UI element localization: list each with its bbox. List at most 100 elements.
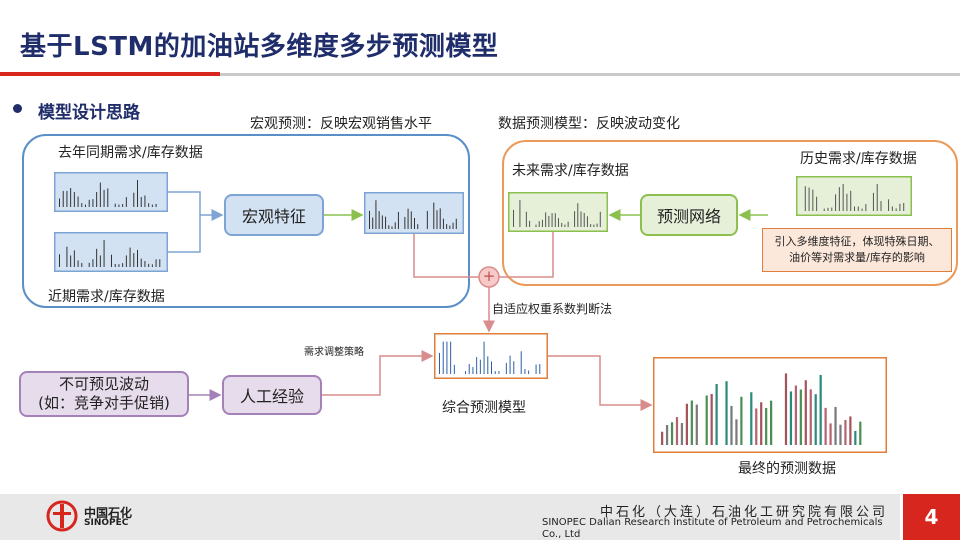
chart-bar bbox=[148, 203, 150, 207]
bullet-dot bbox=[13, 104, 22, 113]
history-data-label: 历史需求/库存数据 bbox=[800, 151, 917, 167]
recent-chart bbox=[54, 232, 168, 272]
chart-bar bbox=[705, 395, 708, 445]
chart-bar bbox=[439, 352, 440, 374]
chart-bar bbox=[96, 248, 98, 267]
chart-bar bbox=[144, 195, 146, 207]
chart-bar bbox=[519, 200, 521, 227]
chart-bar bbox=[455, 218, 457, 229]
chart-bar bbox=[73, 192, 75, 207]
chart-bar bbox=[535, 364, 537, 374]
chart-bar bbox=[92, 259, 94, 267]
chart-bar bbox=[479, 359, 481, 374]
chart-bar bbox=[468, 363, 470, 374]
chart-bar bbox=[513, 361, 515, 374]
footer-band bbox=[0, 494, 900, 540]
chart-bar bbox=[599, 211, 601, 227]
chart-bar bbox=[842, 184, 844, 211]
data-forecast-region bbox=[502, 140, 958, 286]
chart-bar bbox=[545, 212, 547, 227]
chart-bar bbox=[529, 220, 531, 227]
chart-bar bbox=[70, 255, 72, 267]
chart-bar bbox=[114, 203, 116, 207]
chart-bar bbox=[446, 341, 448, 374]
plus-symbol: + bbox=[482, 267, 496, 285]
chart-bar bbox=[809, 389, 812, 445]
chart-bar bbox=[804, 380, 807, 445]
chart-bar bbox=[85, 204, 86, 207]
chart-bar bbox=[839, 424, 842, 445]
chart-bar bbox=[580, 211, 582, 227]
chart-bar bbox=[675, 417, 679, 445]
chart-bar bbox=[710, 393, 713, 445]
chart-bar bbox=[834, 406, 837, 445]
chart-bar bbox=[442, 341, 444, 374]
chart-bar bbox=[808, 187, 810, 211]
recent-data-label: 近期需求/库存数据 bbox=[48, 289, 165, 305]
chart-bar bbox=[844, 419, 847, 445]
chart-bar bbox=[397, 211, 399, 229]
chart-bar bbox=[140, 258, 142, 267]
chart-bar bbox=[872, 192, 874, 211]
chart-bar bbox=[476, 357, 478, 374]
combined-to-final-arrow bbox=[548, 355, 653, 411]
organization-name-en: SINOPEC Dalian Research Institute of Pet… bbox=[542, 517, 883, 540]
chart-bar bbox=[750, 392, 753, 445]
chart-bar bbox=[73, 250, 75, 267]
chart-bar bbox=[876, 184, 878, 211]
chart-bar bbox=[895, 208, 897, 211]
chart-bar bbox=[755, 408, 758, 445]
chart-bar bbox=[548, 215, 550, 227]
chart-bar bbox=[407, 208, 409, 229]
slide-title: 基于LSTM的加油站多维度多步预测模型 bbox=[20, 32, 499, 62]
chart-bar bbox=[144, 261, 146, 267]
last-year-data-label: 去年同期需求/库存数据 bbox=[58, 145, 203, 161]
logo-name-cn: 中国石化 bbox=[84, 506, 133, 520]
chart-bar bbox=[590, 224, 592, 227]
chart-bar bbox=[735, 419, 738, 445]
chart-frame bbox=[54, 172, 168, 212]
chart-bar bbox=[129, 247, 131, 267]
chart-bar bbox=[148, 263, 150, 267]
feature-note-line-1: 引入多维度特征，体现特殊日期、 bbox=[774, 235, 940, 248]
chart-bar bbox=[450, 341, 452, 374]
chart-bar bbox=[118, 204, 120, 207]
chart-bar bbox=[561, 222, 563, 227]
chart-bar bbox=[857, 206, 859, 211]
chart-bar bbox=[794, 385, 798, 445]
chart-bar bbox=[81, 263, 83, 267]
chart-bar bbox=[838, 187, 840, 211]
chart-bar bbox=[854, 206, 855, 211]
chart-bar bbox=[99, 182, 101, 207]
chart-bar bbox=[62, 190, 64, 207]
chart-bar bbox=[770, 400, 773, 445]
chart-bar bbox=[103, 240, 105, 267]
macro-caption: 宏观预测：反映宏观销售水平 bbox=[250, 116, 432, 132]
chart-bar bbox=[850, 190, 852, 211]
chart-bar bbox=[505, 362, 507, 374]
manual-experience-box: 人工经验 bbox=[222, 375, 322, 415]
chart-bar bbox=[159, 259, 161, 267]
history-chart bbox=[796, 176, 912, 216]
chart-bar bbox=[125, 197, 127, 207]
chart-bar bbox=[449, 225, 451, 229]
chart-bar bbox=[849, 416, 852, 445]
combined-model-label: 综合预测模型 bbox=[442, 400, 526, 416]
chart-bar bbox=[151, 204, 153, 207]
title-rule-red bbox=[0, 72, 220, 76]
chart-bar bbox=[114, 263, 116, 267]
title-rule-grey bbox=[220, 73, 960, 76]
chart-bar bbox=[372, 217, 374, 229]
chart-bar bbox=[816, 196, 818, 211]
chart-bar bbox=[823, 208, 825, 211]
chart-bar bbox=[835, 194, 837, 211]
chart-bar bbox=[539, 364, 541, 374]
chart-bar bbox=[122, 203, 124, 207]
chart-bar bbox=[77, 260, 79, 267]
chart-bar bbox=[865, 204, 867, 211]
chart-bar bbox=[804, 186, 806, 211]
chart-bar bbox=[107, 188, 109, 207]
chart-bar bbox=[577, 203, 579, 227]
chart-bar bbox=[70, 188, 72, 207]
experience-to-combined-arrow bbox=[322, 350, 434, 396]
